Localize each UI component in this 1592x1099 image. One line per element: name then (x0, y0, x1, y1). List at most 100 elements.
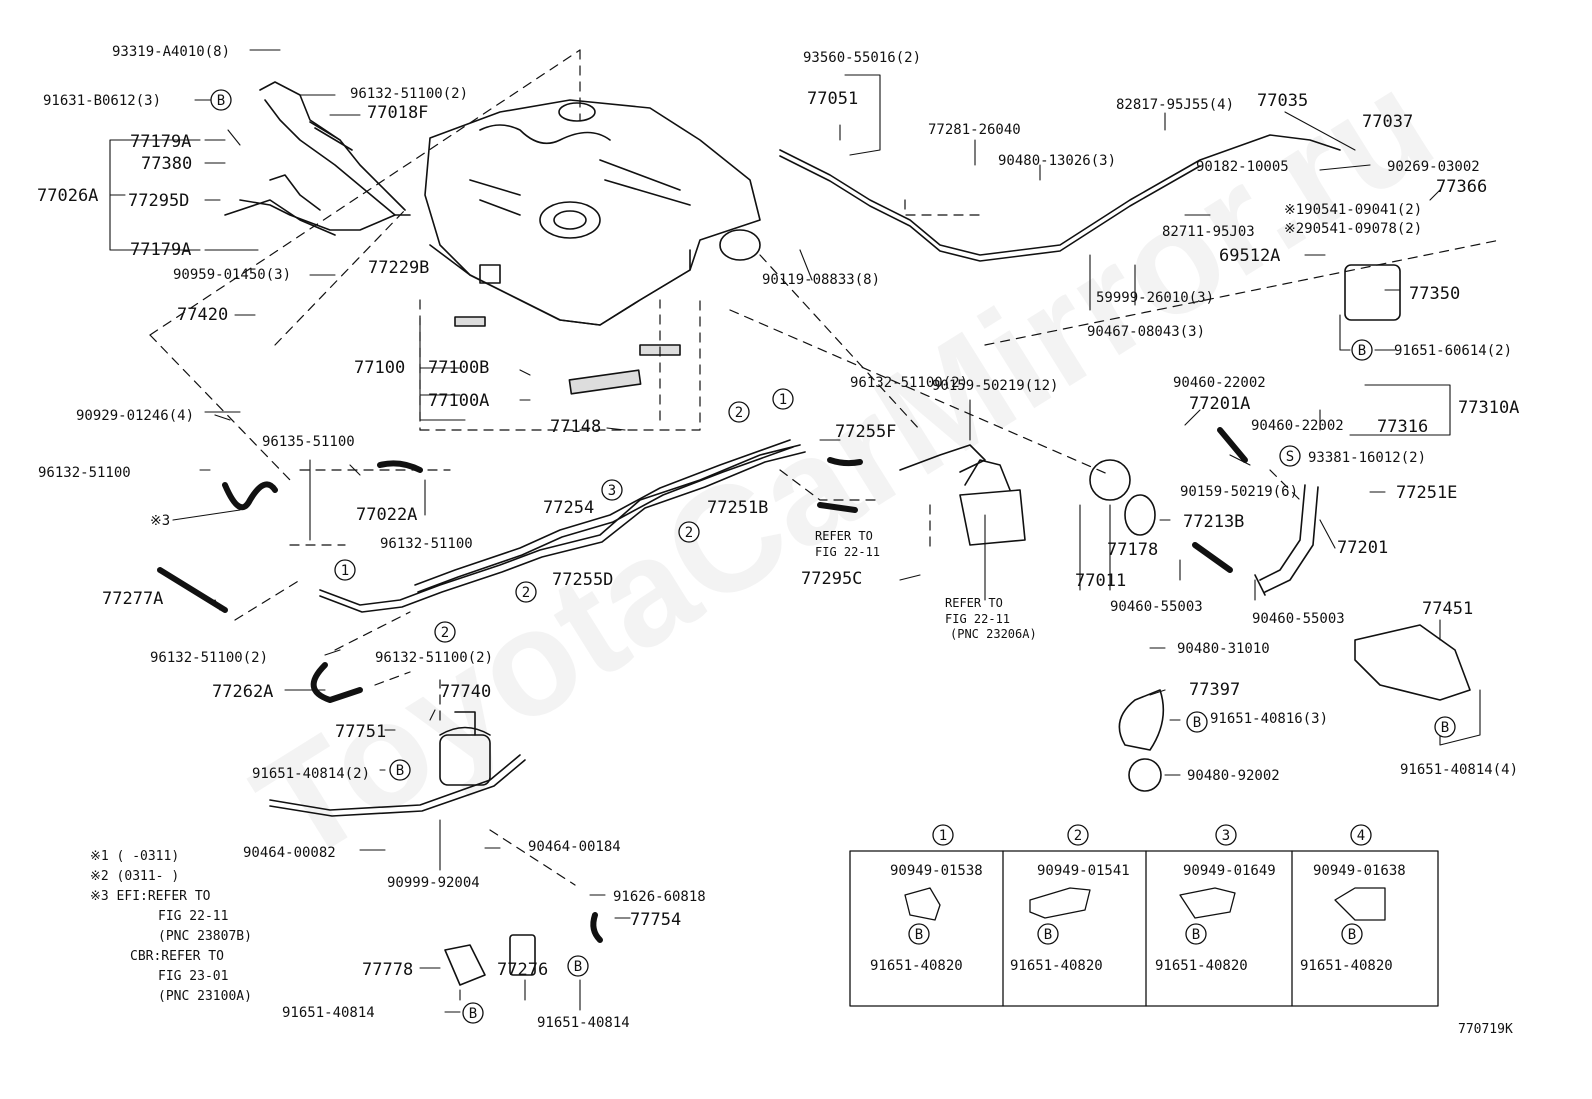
legend-bolt-3: 91651-40820 (1155, 958, 1248, 974)
marker-text: B (574, 959, 582, 975)
fuel-pump-unit (269, 264, 1471, 986)
legend-part-3: 90949-01649 (1183, 863, 1276, 879)
marker-circle (932, 824, 954, 846)
lid-cable (779, 134, 1341, 262)
marker-text: B (396, 763, 404, 779)
part-label: 77179A (130, 240, 191, 260)
part-label: 77754 (630, 910, 681, 930)
part-label: 77366 (1436, 177, 1487, 197)
part-label: ※290541-09078(2) (1284, 221, 1422, 237)
part-label: 90959-01450(3) (173, 267, 291, 283)
breather-pipes (224, 81, 411, 236)
part-label: 77281-26040 (928, 122, 1021, 138)
fuel-lines (319, 439, 986, 613)
part-label: 96135-51100 (262, 434, 355, 450)
part-label: 77254 (543, 498, 594, 518)
ref-1b: FIG 22-11 (815, 545, 880, 559)
legend-part-1: 90949-01538 (890, 863, 983, 879)
hoses (157, 427, 1248, 943)
marker-text: B (1358, 343, 1366, 359)
marker-circle (1350, 824, 1372, 846)
marker-circle (334, 559, 356, 581)
part-label: 77451 (1422, 599, 1473, 619)
note-5: (PNC 23807B) (158, 929, 252, 944)
notes-block: ※1 ( -0311) ※2 (0311- ) ※3 EFI:REFER TO … (90, 849, 252, 1004)
part-label: 91651-40816(3) (1210, 711, 1328, 727)
marker-circle (567, 955, 589, 977)
marker-circle (1186, 711, 1208, 733)
part-label: 90999-92004 (387, 875, 480, 891)
part-label: 91626-60818 (613, 889, 706, 905)
note-8: (PNC 23100A) (158, 989, 252, 1004)
marker-circle (772, 388, 794, 410)
part-label: 77255F (835, 422, 896, 442)
part-label: 77276 (497, 960, 548, 980)
marker-circle (601, 479, 623, 501)
part-label: 90119-08833(8) (762, 272, 880, 288)
part-label: 90460-22002 (1173, 375, 1266, 391)
figure-id: 770719K (1458, 1022, 1513, 1037)
marker-circle (1215, 824, 1237, 846)
part-label: 77778 (362, 960, 413, 980)
part-label: 90480-13026(3) (998, 153, 1116, 169)
part-label: 77251E (1396, 483, 1457, 503)
marker-text: 1 (779, 392, 787, 408)
part-label: 77751 (335, 722, 386, 742)
marker-text: 2 (441, 625, 449, 641)
marker-circle (462, 1002, 484, 1024)
fuel-tank-drawing (424, 99, 761, 326)
part-label: ※190541-09041(2) (1284, 202, 1422, 218)
note-3: ※3 EFI:REFER TO (90, 889, 211, 904)
part-label: 77740 (440, 682, 491, 702)
part-label: 77026A (37, 186, 98, 206)
part-label: 91631-B0612(3) (43, 93, 161, 109)
marker-circle (1037, 923, 1059, 945)
note-7: FIG 23-01 (158, 969, 228, 984)
marker-text: B (469, 1006, 477, 1022)
part-label: 90159-50219(12) (932, 378, 1058, 394)
legend-frame (849, 850, 1439, 1007)
ref-2b: FIG 22-11 (945, 612, 1010, 626)
marker-circle (515, 581, 537, 603)
part-label: 77018F (367, 103, 428, 123)
part-label: 91651-40814 (282, 1005, 375, 1021)
part-label: 77295D (128, 191, 189, 211)
part-label: 90460-22002 (1251, 418, 1344, 434)
part-label: 90467-08043(3) (1087, 324, 1205, 340)
part-label: 77022A (356, 505, 417, 525)
tank-pads (454, 316, 681, 395)
part-label: 90464-00082 (243, 845, 336, 861)
marker-circle (1185, 923, 1207, 945)
part-label: 77262A (212, 682, 273, 702)
part-label: 77100A (428, 391, 489, 411)
part-label: 90480-31010 (1177, 641, 1270, 657)
part-label: 90182-10005 (1196, 159, 1289, 175)
part-label: 96132-51100 (380, 536, 473, 552)
marker-text: B (915, 927, 923, 943)
part-label: 77316 (1377, 417, 1428, 437)
marker-circle (210, 89, 232, 111)
marker-circle (908, 923, 930, 945)
part-label: 77251B (707, 498, 768, 518)
legend-text: 90949-01538 91651-40820 90949-01541 9165… (870, 863, 1406, 974)
refer-block: REFER TO FIG 22-11 REFER TO FIG 22-11 (P… (815, 529, 1037, 641)
marker-circle (1341, 923, 1363, 945)
part-label: 77051 (807, 89, 858, 109)
part-label: 90464-00184 (528, 839, 621, 855)
part-label: 93381-16012(2) (1308, 450, 1426, 466)
marker-circle (434, 621, 456, 643)
part-label: 77380 (141, 154, 192, 174)
part-label: 96132-51100(2) (150, 650, 268, 666)
marker-text: 1 (341, 563, 349, 579)
part-label: 77100 (354, 358, 405, 378)
part-label: 93319-A4010(8) (112, 44, 230, 60)
part-label: 90460-55003 (1110, 599, 1203, 615)
marker-text: S (1286, 449, 1294, 465)
part-label: 90269-03002 (1387, 159, 1480, 175)
part-label: 77213B (1183, 512, 1244, 532)
marker-text: 3 (608, 483, 616, 499)
part-label: 77100B (428, 358, 489, 378)
part-label: 77295C (801, 569, 862, 589)
